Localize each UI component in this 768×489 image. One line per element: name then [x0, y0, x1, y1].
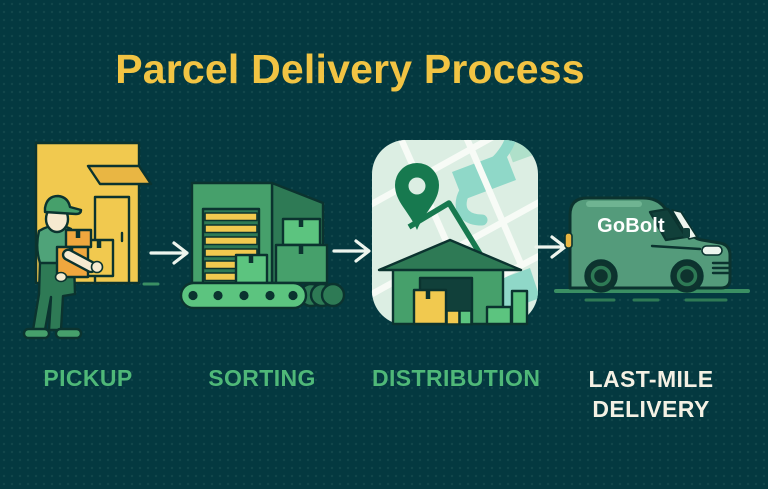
warehouse-roof [377, 238, 523, 272]
van-beltline [650, 244, 702, 251]
courier-hand [54, 271, 68, 283]
van-brand-logo: GoBolt [597, 215, 665, 237]
flow-arrow-icon [149, 241, 189, 265]
distribution-warehouse [377, 238, 529, 326]
map-river [455, 140, 518, 226]
courier-shoe [54, 327, 83, 340]
van-wheel [584, 259, 618, 293]
courier-cap [43, 194, 83, 216]
van-grille [711, 261, 731, 275]
shelf-rack [201, 207, 261, 285]
parcel-box [274, 243, 329, 285]
stage-label-pickup: PICKUP [43, 365, 133, 391]
flow-arrow-icon [534, 235, 567, 259]
delivery-van-illustration: GoBolt [554, 196, 750, 302]
parcel-box [446, 310, 460, 325]
shelf-slats [204, 212, 258, 282]
parcel-box [459, 310, 472, 325]
stage-label-distribution: DISTRIBUTION [372, 365, 541, 391]
stage-label-last-mile-delivery: LAST-MILE DELIVERY [588, 366, 714, 422]
location-pin-icon [395, 163, 439, 230]
van-mirror [683, 228, 690, 238]
conveyor-belt [179, 281, 346, 310]
van-taillight [564, 232, 573, 249]
flow-arrow-icon [332, 239, 371, 263]
parcel-box [510, 289, 529, 326]
stage-label-sorting: SORTING [208, 365, 316, 391]
map-warehouse-illustration [372, 140, 538, 326]
storefront-awning [86, 164, 153, 186]
parcel-box [485, 305, 513, 326]
warehouse-conveyor-illustration [179, 181, 346, 310]
courier-hand [90, 260, 104, 274]
courier-shoe [22, 327, 51, 340]
page-title: Parcel Delivery Process [115, 46, 585, 92]
sorted-boxes [234, 217, 329, 285]
storefront-courier-illustration [22, 141, 160, 340]
van-wheel [670, 259, 704, 293]
van-headlight [701, 245, 723, 256]
van-roof-highlight [586, 201, 642, 207]
